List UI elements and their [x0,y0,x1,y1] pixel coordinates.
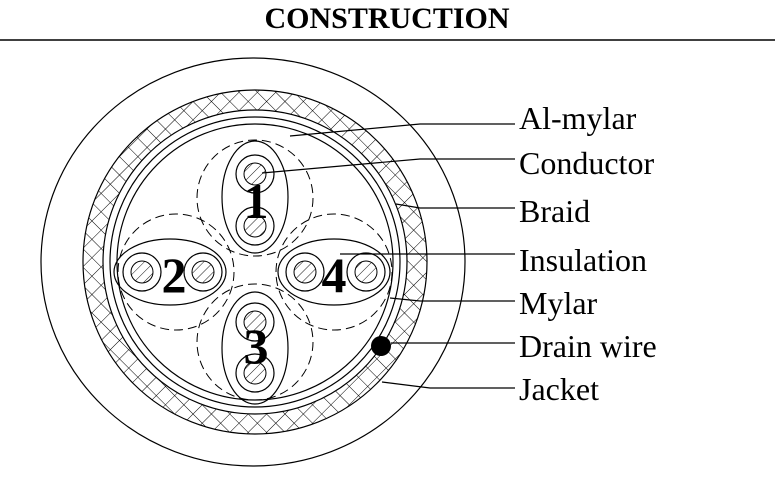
al-mylar-ring [109,116,401,408]
pair-number-4: 4 [322,247,347,303]
label-braid: Braid [519,193,590,229]
pair-1: 1 [196,139,314,257]
leader-conductor [261,158,515,174]
pair-number-2: 2 [162,247,187,303]
label-jacket: Jacket [519,371,599,407]
label-al-mylar: Al-mylar [519,100,637,136]
braid-inner-edge [102,109,408,415]
page-title: CONSTRUCTION [264,2,509,35]
pair-number-3: 3 [244,318,269,374]
leader-al-mylar [289,123,515,137]
label-drain-wire: Drain wire [519,328,657,364]
pair-4: 4 [275,213,393,331]
label-insulation: Insulation [519,242,647,278]
pair-2: 2 [113,213,235,331]
label-mylar: Mylar [519,285,598,321]
jacket-outer-ring [40,57,466,467]
pair-number-1: 1 [244,173,269,229]
pair-3: 3 [196,283,314,405]
leader-mylar [389,297,515,302]
leader-braid [395,203,515,209]
braid-layer [70,80,440,450]
drain-wire-dot [371,336,391,356]
label-conductor: Conductor [519,145,654,181]
leader-lines [261,123,515,389]
component-labels: Al-mylar Conductor Braid Insulation Myla… [519,100,657,407]
leader-jacket [381,381,515,389]
braid-outer-edge [82,89,428,435]
